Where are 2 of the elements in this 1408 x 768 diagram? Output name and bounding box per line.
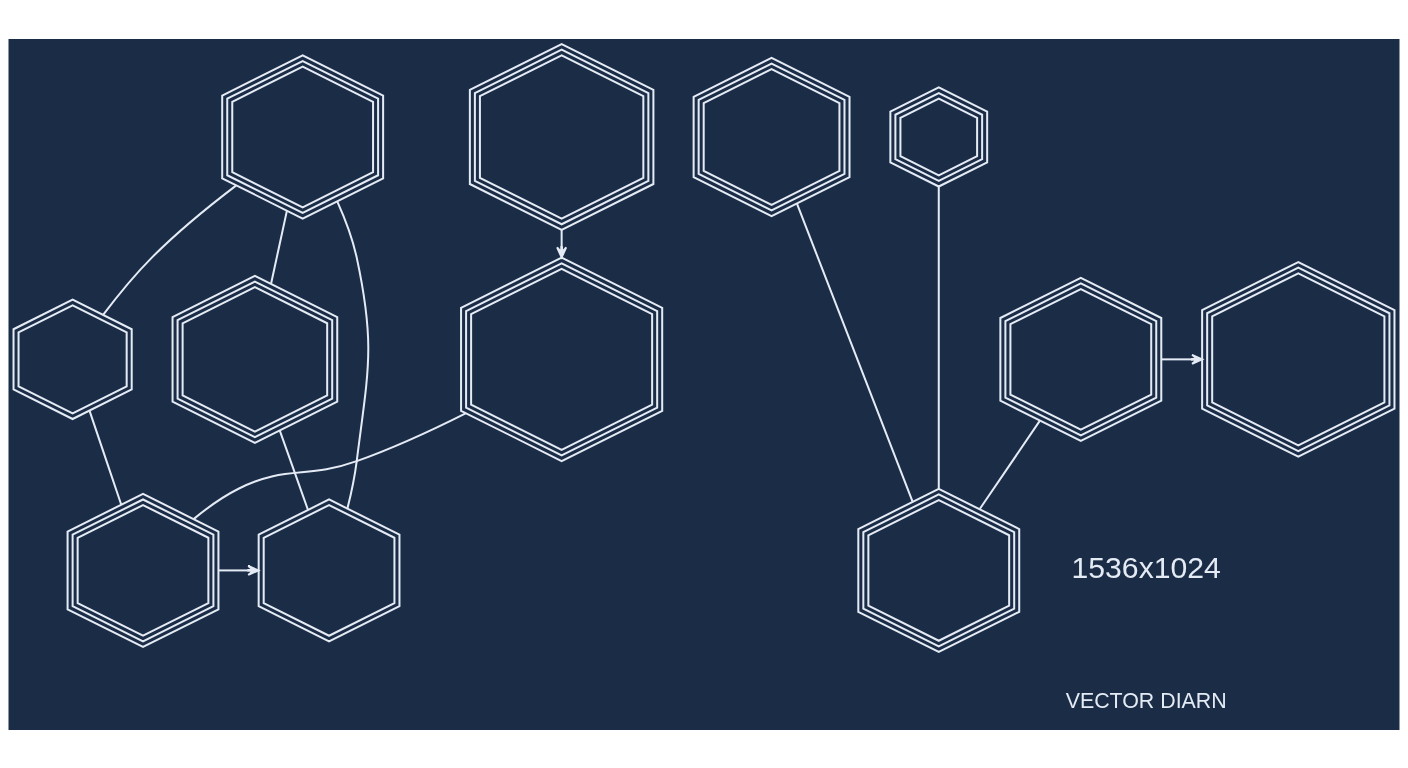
- label: VECTOR DIARN: [1065, 688, 1227, 712]
- label: 1536x1024: [1071, 550, 1221, 584]
